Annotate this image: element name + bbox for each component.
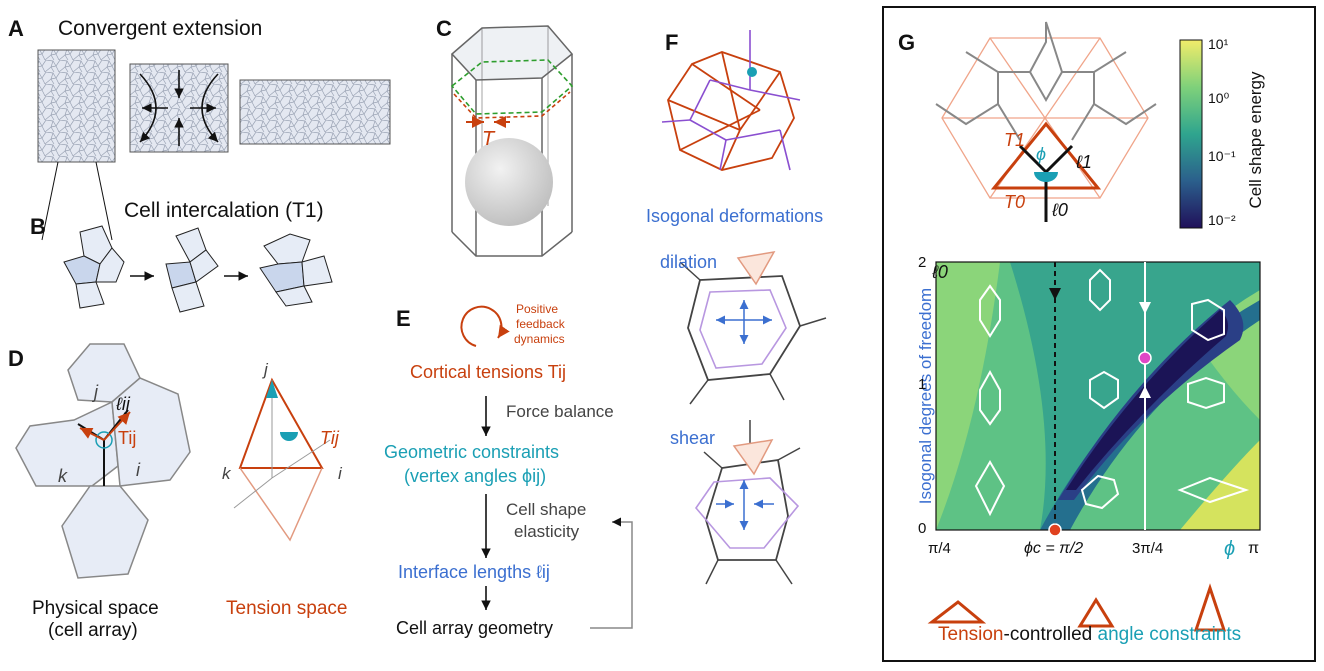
- length-label: ℓij: [116, 394, 130, 414]
- arrow-elasticity: elasticity: [514, 522, 580, 541]
- panel-letter-f: F: [665, 30, 679, 55]
- tension-k: k: [222, 464, 231, 483]
- tissue-after: [239, 79, 391, 145]
- g-l1-label: ℓ1: [1076, 152, 1092, 172]
- g-t0-label: T0: [1004, 192, 1026, 212]
- g-ylabel: Isogonal degrees of freedom: [916, 287, 935, 505]
- tension-j: j: [264, 360, 268, 379]
- tissue-before: [37, 49, 116, 163]
- panel-letter-a: A: [8, 16, 24, 41]
- colorbar-label: Cell shape energy: [1246, 71, 1265, 209]
- tension-label-2: Tij: [320, 428, 339, 448]
- g-phi-label: ϕ: [1036, 144, 1047, 164]
- feedback-2: feedback: [516, 317, 565, 331]
- g-caption-mid: -controlled: [1003, 624, 1098, 645]
- feedback-1: Positive: [516, 302, 559, 316]
- step-geometric-constraints: Geometric constraints: [384, 442, 560, 462]
- g-xtick-pi: π: [1248, 540, 1260, 557]
- tension-label: Tij: [118, 428, 137, 448]
- g-l0-label: ℓ0: [1052, 200, 1068, 220]
- colorbar-tick-4: 10⁻²: [1208, 212, 1236, 228]
- step-vertex-angles: (vertex angles ϕij): [404, 466, 547, 486]
- arrow-cell-shape: Cell shape: [506, 500, 587, 519]
- g-t1-label: T1: [1004, 130, 1026, 150]
- g-caption-angle: angle constraints: [1097, 624, 1242, 645]
- panel-b-title: Cell intercalation (T1): [124, 199, 324, 222]
- panel-letter-d: D: [8, 346, 24, 371]
- step-cortical-tensions: Cortical tensions Tij: [410, 362, 567, 382]
- tension-i: i: [338, 464, 342, 483]
- g-xtick-3pi4: 3π/4: [1132, 540, 1164, 557]
- g-xtick-phic: ϕc = π/2: [1024, 540, 1084, 557]
- colorbar-tick-3: 10⁻¹: [1208, 148, 1236, 164]
- g-ytick-1: 1: [918, 376, 927, 393]
- label-k: k: [58, 466, 67, 486]
- panel-letter-b: B: [30, 214, 46, 239]
- colorbar-tick-1: 10¹: [1208, 36, 1229, 52]
- g-x-axis-symbol: ϕ: [1224, 538, 1236, 560]
- dilation-label: dilation: [660, 252, 718, 272]
- step-interface-lengths: Interface lengths ℓij: [398, 562, 550, 582]
- arrow-force-balance: Force balance: [506, 402, 614, 421]
- g-y-axis-symbol: ℓ0: [932, 262, 948, 282]
- panel-a-title: Convergent extension: [58, 17, 263, 40]
- physical-caption-2: (cell array): [48, 620, 138, 641]
- label-j: j: [94, 382, 98, 402]
- g-ytick-0: 0: [918, 520, 927, 537]
- tension-caption: Tension space: [226, 598, 348, 619]
- shear-label: shear: [670, 428, 716, 448]
- physical-caption-1: Physical space: [32, 598, 159, 619]
- panel-letter-e: E: [396, 306, 411, 331]
- panel-c-tension: T: [482, 128, 495, 150]
- g-ytick-2: 2: [918, 254, 927, 271]
- g-caption: Tension-controlled angle constraints: [938, 624, 1241, 646]
- panel-letter-g: G: [898, 30, 916, 55]
- step-cell-array-geometry: Cell array geometry: [396, 618, 554, 638]
- label-i: i: [136, 460, 140, 480]
- feedback-3: dynamics: [514, 332, 565, 346]
- g-xtick-pi4: π/4: [928, 540, 951, 557]
- g-caption-tension: Tension: [938, 624, 1004, 645]
- panel-g-frame: [882, 6, 1316, 662]
- panel-f-subtitle: Isogonal deformations: [646, 206, 824, 226]
- panel-letter-c: C: [436, 16, 452, 41]
- colorbar-tick-2: 10⁰: [1208, 90, 1230, 106]
